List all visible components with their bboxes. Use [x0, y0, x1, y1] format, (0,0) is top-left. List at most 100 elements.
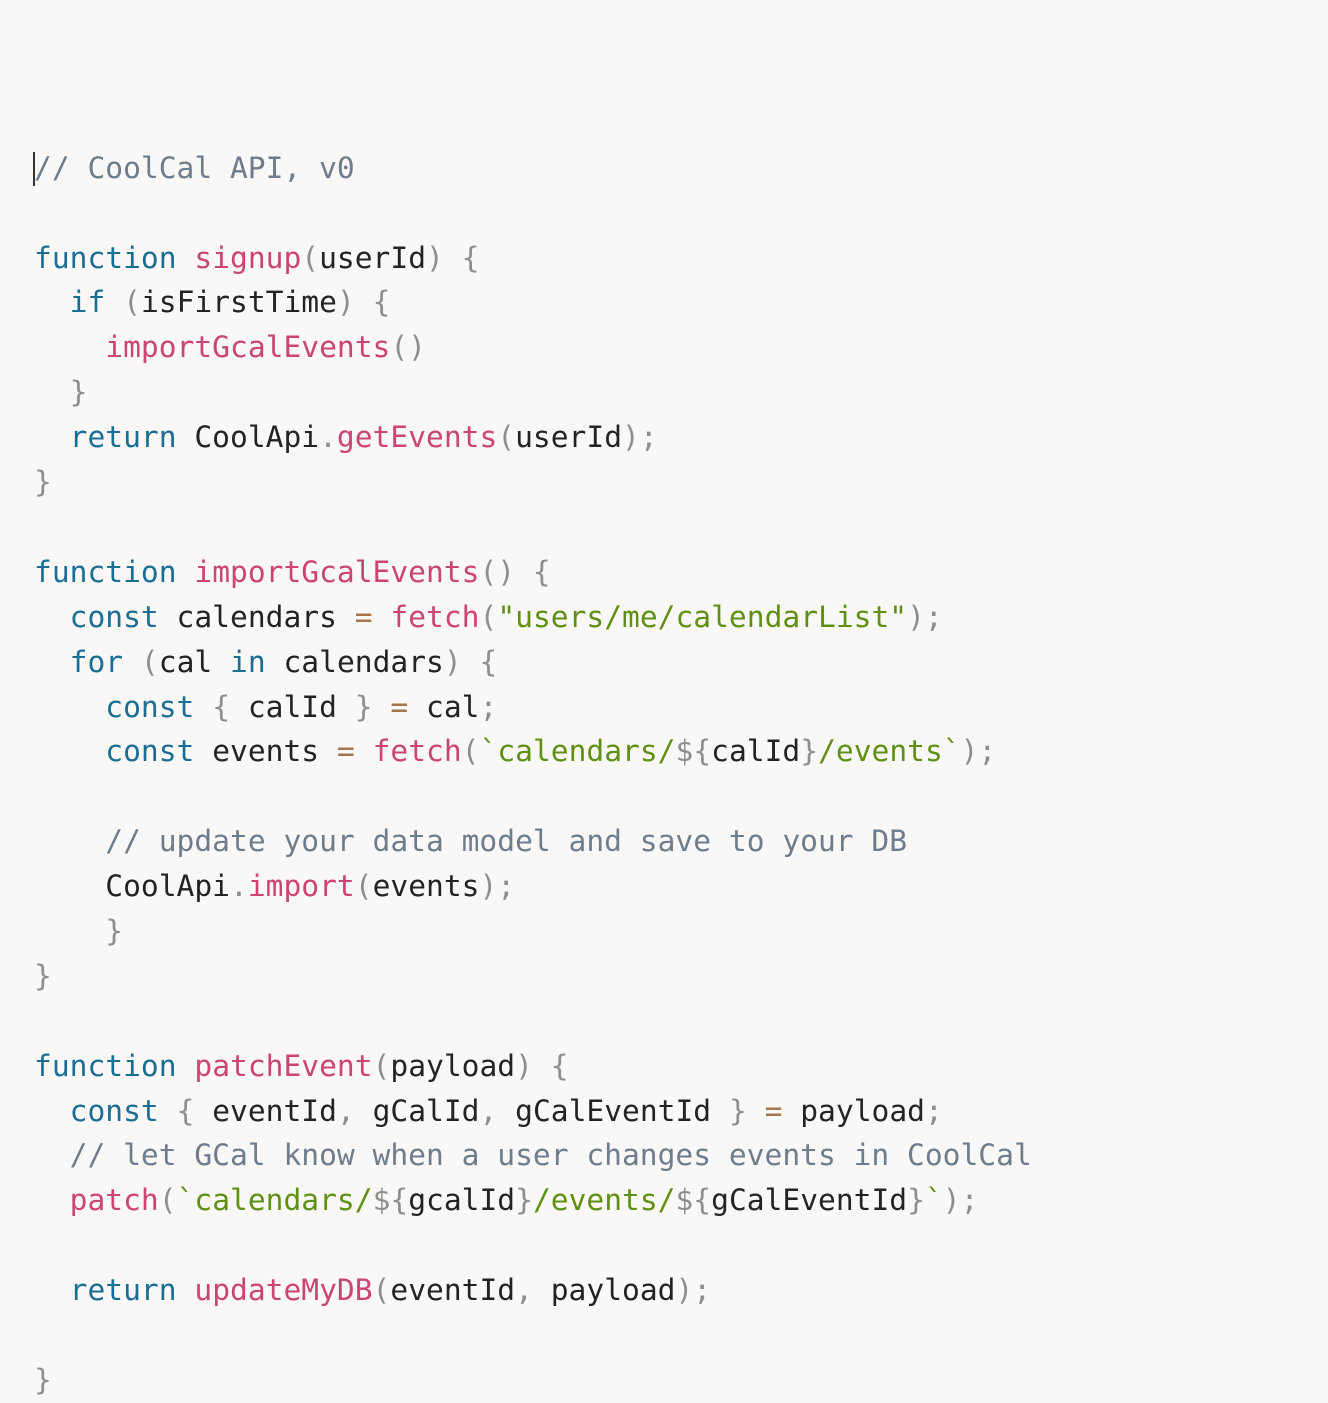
code-token-ident: [355, 734, 373, 768]
code-token-punct: .: [230, 869, 248, 904]
code-token-ident: [444, 241, 462, 275]
code-token-ident: [373, 690, 391, 724]
code-token-ident: [34, 1094, 70, 1128]
code-token-punct: ;: [479, 689, 498, 724]
code-token-string: `calendars/: [176, 1183, 373, 1218]
code-token-punct: (: [158, 1183, 177, 1218]
code-line[interactable]: // CoolCal API, v0: [33, 146, 1032, 191]
code-token-func: patchEvent: [194, 1048, 373, 1083]
code-token-ident: [515, 555, 533, 589]
code-token-ident: eventId: [194, 1093, 337, 1128]
code-token-punct: (: [461, 734, 480, 769]
code-token-ident: [34, 645, 70, 679]
code-token-ident: [105, 285, 123, 319]
code-line[interactable]: function importGcalEvents() {: [34, 550, 1032, 595]
code-token-ident: [177, 555, 195, 589]
code-token-ident: calendars: [158, 599, 355, 634]
code-token-ident: calendars: [265, 644, 444, 679]
code-line[interactable]: if (isFirstTime) {: [34, 280, 1032, 325]
text-cursor: [33, 151, 35, 186]
code-token-ident: [533, 1049, 551, 1083]
code-token-string: /events/: [532, 1183, 676, 1218]
code-token-ident: gCalEventId: [497, 1093, 729, 1128]
code-line[interactable]: [34, 1223, 1032, 1268]
code-token-ident: payload: [390, 1048, 516, 1083]
code-token-punct: }: [34, 1362, 52, 1397]
code-line[interactable]: importGcalEvents(): [34, 325, 1032, 370]
code-token-punct: }: [354, 689, 373, 724]
code-line[interactable]: const { calId } = cal;: [34, 685, 1032, 730]
code-token-ident: cal: [158, 644, 231, 679]
code-token-punct: {: [479, 644, 498, 679]
code-line[interactable]: [34, 191, 1032, 236]
code-line[interactable]: const { eventId, gCalId, gCalEventId } =…: [34, 1089, 1032, 1134]
code-token-punct: (): [390, 330, 426, 365]
code-line[interactable]: [34, 774, 1032, 819]
code-token-punct: );: [942, 1183, 979, 1218]
code-token-ident: gCalEventId: [711, 1183, 908, 1218]
code-token-ident: [355, 285, 373, 319]
code-token-punct: );: [675, 1273, 712, 1308]
code-token-ident: calId: [711, 734, 801, 769]
code-token-func: updateMyDB: [194, 1273, 373, 1308]
code-token-keyword: for: [69, 644, 124, 679]
code-token-keyword: in: [230, 644, 266, 679]
code-token-punct: }: [800, 734, 819, 769]
code-token-keyword: if: [69, 285, 106, 320]
code-token-ident: [34, 285, 70, 319]
code-line[interactable]: }: [34, 954, 1032, 999]
code-token-ident: payload: [532, 1273, 676, 1308]
code-token-keyword: const: [105, 689, 195, 724]
code-token-string: /events`: [818, 734, 961, 769]
code-token-punct: }: [515, 1183, 533, 1218]
code-token-ident: [34, 690, 105, 724]
code-token-punct: }: [907, 1183, 925, 1218]
code-token-punct: );: [479, 869, 516, 904]
code-token-punct: }: [69, 375, 88, 410]
code-line[interactable]: }: [34, 1358, 1032, 1403]
code-token-punct: (: [354, 869, 373, 904]
code-line[interactable]: return CoolApi.getEvents(userId);: [34, 415, 1032, 460]
code-line[interactable]: const calendars = fetch("users/me/calend…: [34, 595, 1032, 640]
code-token-punct: ,: [479, 1093, 498, 1128]
code-line[interactable]: [34, 999, 1032, 1044]
code-token-comment: // let GCal know when a user changes eve…: [69, 1138, 1032, 1173]
code-token-punct: }: [34, 958, 52, 993]
code-token-punct: (: [479, 599, 498, 634]
code-line[interactable]: // update your data model and save to yo…: [34, 819, 1032, 864]
code-token-punct: (: [497, 420, 516, 455]
code-line[interactable]: function signup(userId) {: [34, 236, 1032, 281]
code-token-keyword: const: [105, 734, 195, 769]
code-line[interactable]: CoolApi.import(events);: [34, 864, 1032, 909]
code-line[interactable]: const events = fetch(`calendars/${calId}…: [34, 729, 1032, 774]
code-token-comment: // update your data model and save to yo…: [105, 824, 908, 859]
code-line[interactable]: }: [34, 370, 1032, 415]
code-line[interactable]: [34, 1313, 1032, 1358]
code-token-func: importGcalEvents: [105, 330, 391, 365]
code-token-punct: ;: [924, 1093, 943, 1128]
code-token-ident: [462, 645, 480, 679]
code-token-ident: [194, 690, 212, 724]
code-token-ident: [159, 1094, 177, 1128]
code-token-ident: gcalId: [408, 1183, 516, 1218]
code-line[interactable]: }: [34, 460, 1032, 505]
code-token-ident: eventId: [390, 1273, 516, 1308]
code-token-ident: CoolApi: [34, 869, 230, 904]
code-token-ident: isFirstTime: [140, 285, 337, 320]
code-line[interactable]: [34, 505, 1032, 550]
code-editor[interactable]: // CoolCal API, v0 function signup(userI…: [33, 56, 1032, 1403]
code-line[interactable]: // let GCal know when a user changes eve…: [34, 1133, 1032, 1178]
code-line[interactable]: function patchEvent(payload) {: [34, 1044, 1032, 1089]
code-line[interactable]: patch(`calendars/${gcalId}/events/${gCal…: [34, 1178, 1032, 1223]
code-token-keyword: const: [69, 1093, 159, 1128]
code-token-func: signup: [194, 240, 302, 275]
code-line[interactable]: for (cal in calendars) {: [34, 640, 1032, 685]
code-token-string: `: [924, 1183, 943, 1218]
code-token-punct: {: [212, 689, 231, 724]
code-line[interactable]: return updateMyDB(eventId, payload);: [34, 1268, 1032, 1313]
code-token-op: =: [764, 1093, 783, 1128]
code-token-ident: [177, 241, 195, 275]
code-line[interactable]: }: [34, 909, 1032, 954]
code-token-ident: [177, 1273, 195, 1307]
code-token-ident: [177, 1049, 195, 1083]
